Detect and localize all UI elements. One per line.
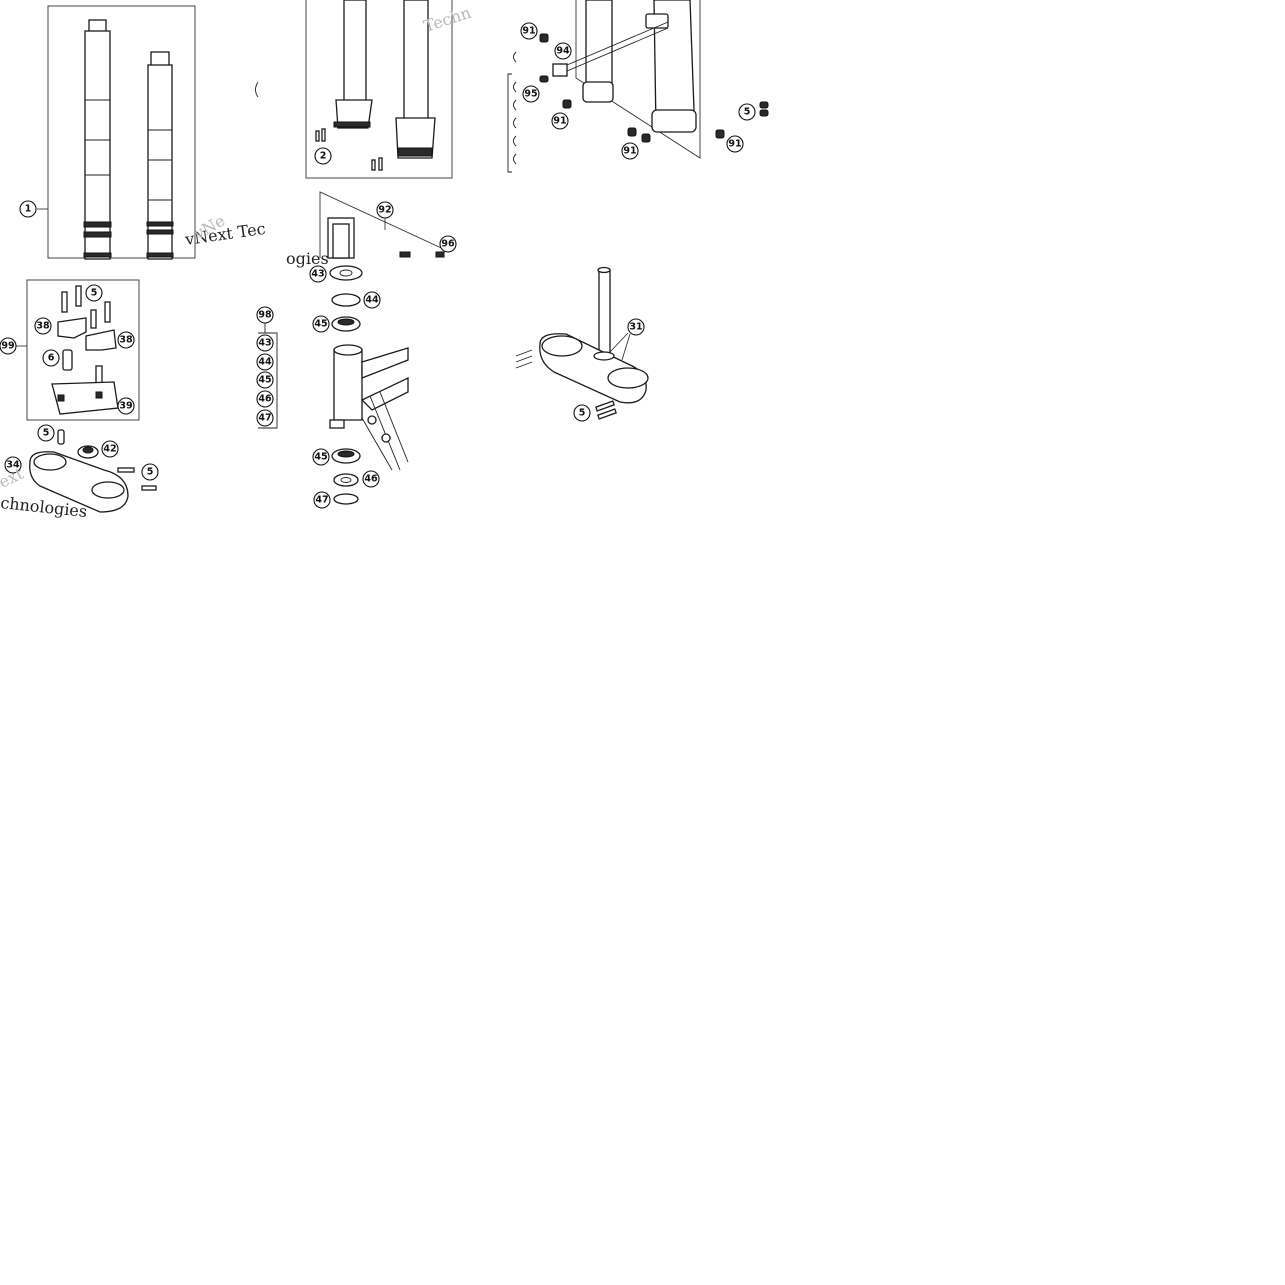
fork-leg-left — [83, 19, 112, 260]
bracket-mark — [255, 81, 259, 98]
callout-44-a: 44 — [256, 353, 274, 371]
svg-text:5: 5 — [43, 428, 50, 439]
callout-5-a: 5 — [738, 103, 756, 121]
svg-text:2: 2 — [320, 151, 327, 162]
svg-text:46: 46 — [364, 474, 378, 485]
svg-text:38: 38 — [36, 321, 50, 332]
callout-45-b: 45 — [312, 315, 330, 333]
svg-text:99: 99 — [1, 341, 14, 352]
callout-94: 94 — [554, 42, 572, 60]
svg-text:5: 5 — [579, 408, 586, 419]
svg-text:31: 31 — [629, 322, 642, 333]
fork-legs-frame — [47, 5, 196, 259]
svg-text:5: 5 — [744, 107, 751, 118]
svg-text:45: 45 — [258, 375, 271, 386]
callout-92: 92 — [376, 201, 394, 219]
callout-47-a: 47 — [256, 409, 274, 427]
fork-lowers-frame — [305, 0, 453, 179]
callout-46-b: 46 — [362, 470, 380, 488]
callout-43-b: 43 — [309, 265, 327, 283]
svg-text:38: 38 — [119, 335, 133, 346]
callout-6: 6 — [42, 349, 60, 367]
callout-95: 95 — [522, 85, 540, 103]
svg-text:91: 91 — [623, 146, 636, 157]
svg-text:47: 47 — [258, 413, 271, 424]
svg-text:92: 92 — [378, 205, 391, 216]
callout-38-b: 38 — [117, 331, 135, 349]
guard-set-group: 92 96 — [319, 191, 457, 259]
head-tube — [333, 349, 363, 421]
svg-text:43: 43 — [311, 269, 324, 280]
fork-guards-group: 91 94 95 91 91 91 5 — [507, 0, 769, 173]
callout-43-a: 43 — [256, 334, 274, 352]
steering-head-group: 43 44 45 45 46 47 — [309, 265, 409, 509]
guide-clamp — [552, 63, 568, 77]
callout-31: 31 — [627, 318, 645, 336]
watermark: vNext Tec vNe Techn ogies ext chnologies — [0, 3, 473, 521]
callout-91-b: 91 — [551, 112, 569, 130]
svg-text:44: 44 — [365, 295, 379, 306]
fork-legs-group: 1 — [19, 5, 196, 260]
svg-text:5: 5 — [91, 288, 98, 299]
steering-stem — [598, 269, 611, 359]
bearing-kit-list: 98 43 44 45 46 47 — [256, 306, 278, 429]
svg-text:98: 98 — [258, 310, 272, 321]
watermark-text-techn: Techn — [421, 3, 473, 36]
callout-91-c: 91 — [621, 142, 639, 160]
callout-45-c: 45 — [312, 448, 330, 466]
svg-text:95: 95 — [524, 89, 537, 100]
svg-text:94: 94 — [556, 46, 570, 57]
callout-39: 39 — [117, 397, 135, 415]
clamp-upper-left — [57, 317, 87, 339]
axle-clamp-left — [335, 99, 373, 129]
upper-triple-clamp-group: 5 42 5 34 — [4, 424, 159, 513]
svg-text:46: 46 — [258, 394, 272, 405]
callout-5-d: 5 — [141, 463, 159, 481]
watermark-text-ext: ext — [0, 464, 27, 492]
callout-5-b: 5 — [85, 284, 103, 302]
callout-38-a: 38 — [34, 317, 52, 335]
callout-96: 96 — [439, 235, 457, 253]
svg-text:47: 47 — [315, 495, 328, 506]
callout-47-b: 47 — [313, 491, 331, 509]
fork-leg-right — [146, 51, 174, 260]
svg-text:42: 42 — [103, 444, 116, 455]
callout-5-c: 5 — [37, 424, 55, 442]
callout-34: 34 — [4, 456, 22, 474]
svg-text:43: 43 — [258, 338, 271, 349]
callout-99: 99 — [0, 337, 17, 355]
svg-text:91: 91 — [522, 26, 535, 37]
callout-91-d: 91 — [726, 135, 744, 153]
svg-text:39: 39 — [119, 401, 132, 412]
callout-1: 1 — [19, 200, 37, 218]
svg-text:91: 91 — [728, 139, 741, 150]
fork-lowers-group: 2 — [255, 0, 453, 179]
callout-42: 42 — [101, 440, 119, 458]
callout-5-e: 5 — [573, 404, 591, 422]
svg-text:96: 96 — [441, 239, 455, 250]
lower-triple-clamp-group: 31 5 — [515, 266, 649, 422]
clamp-upper-right — [85, 329, 117, 351]
svg-text:6: 6 — [48, 353, 55, 364]
callout-44-b: 44 — [363, 291, 381, 309]
svg-text:44: 44 — [258, 357, 272, 368]
handlebar-clamp-group: 99 5 38 38 6 39 — [0, 279, 140, 421]
callout-98: 98 — [256, 306, 274, 324]
callout-2: 2 — [314, 147, 332, 165]
watermark-text-ogies: ogies — [286, 249, 329, 268]
svg-text:45: 45 — [314, 319, 327, 330]
callout-45-a: 45 — [256, 371, 274, 389]
svg-text:45: 45 — [314, 452, 327, 463]
callout-91-a: 91 — [520, 22, 538, 40]
svg-text:5: 5 — [147, 467, 154, 478]
svg-text:1: 1 — [25, 204, 32, 215]
svg-text:91: 91 — [553, 116, 566, 127]
handlebar-clamp-frame — [26, 279, 140, 421]
svg-text:34: 34 — [6, 460, 20, 471]
callout-46-a: 46 — [256, 390, 274, 408]
